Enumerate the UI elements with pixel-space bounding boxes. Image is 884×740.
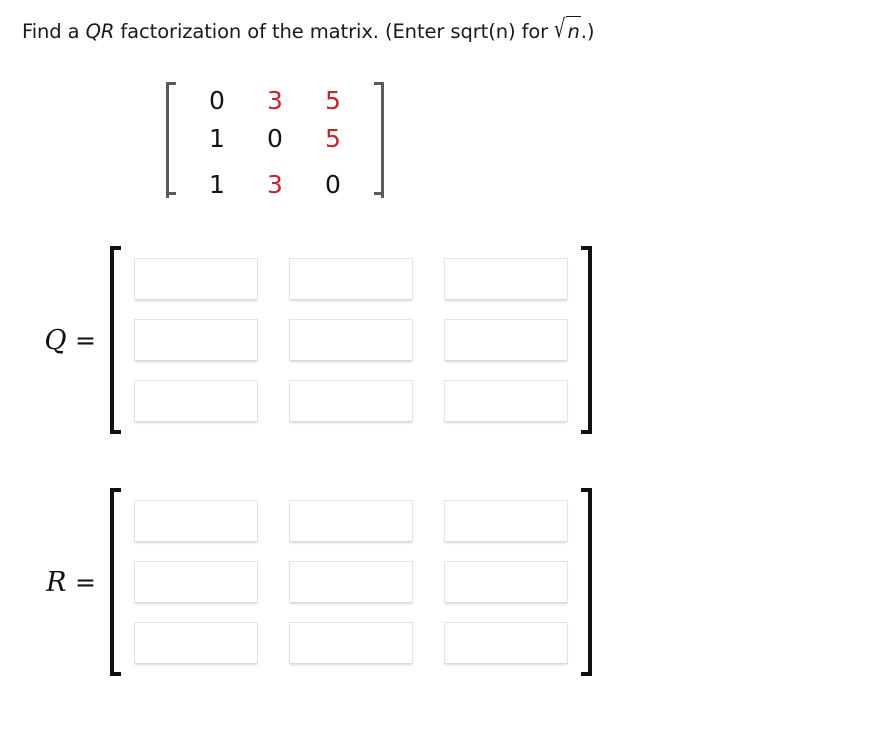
matrix-cell-1-0: 1 bbox=[209, 124, 225, 153]
r-input-0-0[interactable] bbox=[134, 500, 258, 542]
r-input-2-0[interactable] bbox=[134, 622, 258, 664]
q-symbol: Q bbox=[44, 324, 67, 356]
matrix-cell-0-0: 0 bbox=[209, 86, 225, 115]
r-label: R = bbox=[0, 567, 110, 598]
matrix-cell-2-2: 0 bbox=[325, 170, 341, 199]
q-label: Q = bbox=[0, 325, 110, 356]
r-symbol: R bbox=[46, 566, 67, 598]
q-right-bracket bbox=[578, 246, 592, 434]
q-left-bracket bbox=[110, 246, 124, 434]
q-input-0-0[interactable] bbox=[134, 258, 258, 300]
q-input-2-2[interactable] bbox=[444, 380, 568, 422]
question-prompt: Find a QR factorization of the matrix. (… bbox=[22, 14, 595, 47]
matrix-left-bracket bbox=[166, 82, 182, 198]
matrix-row: 1 3 0 bbox=[188, 158, 362, 208]
matrix-cell-0-2: 5 bbox=[325, 86, 341, 115]
matrix-values-table: 0 3 5 1 0 5 1 3 0 bbox=[188, 82, 362, 208]
q-input-1-2[interactable] bbox=[444, 319, 568, 361]
matrix-row: 0 3 5 bbox=[188, 82, 362, 120]
r-input-row-0 bbox=[134, 500, 568, 542]
prompt-emphasis-qr: QR bbox=[85, 20, 115, 43]
q-input-1-0[interactable] bbox=[134, 319, 258, 361]
matrix-cell-2-0: 1 bbox=[209, 170, 225, 199]
r-left-bracket bbox=[110, 488, 124, 676]
matrix-row: 1 0 5 bbox=[188, 120, 362, 158]
q-input-row-1 bbox=[134, 319, 568, 361]
answer-block-r: R = bbox=[0, 488, 592, 676]
r-input-1-1[interactable] bbox=[289, 561, 413, 603]
q-input-1-1[interactable] bbox=[289, 319, 413, 361]
prompt-text-part1: Find a bbox=[22, 20, 86, 43]
q-input-2-0[interactable] bbox=[134, 380, 258, 422]
q-matrix-shell bbox=[110, 246, 592, 434]
q-input-0-1[interactable] bbox=[289, 258, 413, 300]
q-input-row-2 bbox=[134, 380, 568, 422]
q-input-2-1[interactable] bbox=[289, 380, 413, 422]
q-equals-sign: = bbox=[75, 325, 96, 355]
r-input-row-1 bbox=[134, 561, 568, 603]
radical-sign-icon: √ bbox=[554, 14, 566, 44]
r-input-1-0[interactable] bbox=[134, 561, 258, 603]
prompt-text-part2: factorization of the matrix. (Enter sqrt… bbox=[114, 20, 555, 43]
matrix-right-bracket bbox=[368, 82, 384, 198]
prompt-text-part3: .) bbox=[580, 20, 595, 43]
q-input-0-2[interactable] bbox=[444, 258, 568, 300]
matrix-cell-1-2: 5 bbox=[325, 124, 341, 153]
r-input-2-1[interactable] bbox=[289, 622, 413, 664]
q-input-row-0 bbox=[134, 258, 568, 300]
r-input-row-2 bbox=[134, 622, 568, 664]
radicand-n: n bbox=[566, 16, 581, 46]
given-matrix: 0 3 5 1 0 5 1 3 0 bbox=[166, 82, 384, 199]
r-right-bracket bbox=[578, 488, 592, 676]
r-input-2-2[interactable] bbox=[444, 622, 568, 664]
square-root-notation: √n bbox=[554, 14, 581, 47]
r-input-grid bbox=[124, 488, 578, 676]
r-input-0-1[interactable] bbox=[289, 500, 413, 542]
q-input-grid bbox=[124, 246, 578, 434]
r-matrix-shell bbox=[110, 488, 592, 676]
r-input-1-2[interactable] bbox=[444, 561, 568, 603]
r-equals-sign: = bbox=[75, 567, 96, 597]
matrix-cell-1-1: 0 bbox=[267, 124, 283, 153]
r-input-0-2[interactable] bbox=[444, 500, 568, 542]
matrix-cell-2-1: 3 bbox=[267, 170, 283, 199]
answer-block-q: Q = bbox=[0, 246, 592, 434]
matrix-cell-0-1: 3 bbox=[267, 86, 283, 115]
